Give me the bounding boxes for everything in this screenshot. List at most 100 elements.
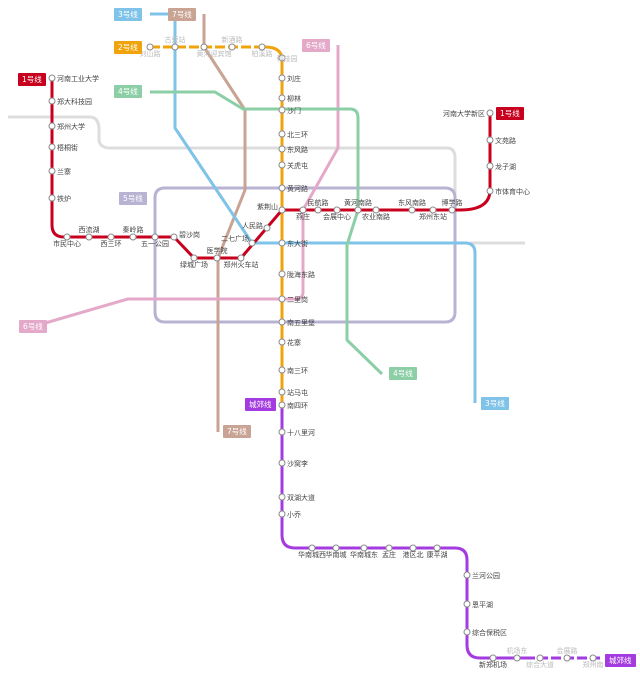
station-label[interactable]: 新郑机场 [479, 660, 507, 669]
station-label[interactable]: 沙门 [287, 106, 301, 115]
station-label[interactable]: 南三环 [287, 366, 308, 375]
line-4-badge[interactable]: 4号线 [114, 85, 142, 98]
station-label[interactable]: 柏溪路 [252, 49, 273, 58]
station-label[interactable]: 花寨 [287, 338, 301, 347]
station-marker[interactable] [228, 43, 236, 51]
station-label[interactable]: 文苑路 [495, 136, 516, 145]
station-label[interactable]: 郑州东站 [419, 212, 447, 221]
station-label[interactable]: 梧桐街 [57, 143, 78, 152]
station-marker[interactable] [486, 187, 494, 195]
chengjiao-badge[interactable]: 城郊线 [245, 398, 276, 411]
station-marker[interactable] [278, 161, 286, 169]
station-label[interactable]: 绿城广场 [180, 260, 208, 269]
station-label[interactable]: 机场东 [507, 646, 528, 655]
station-marker[interactable] [433, 544, 441, 552]
station-label[interactable]: 东风路 [287, 145, 308, 154]
station-label[interactable]: 人民路 [242, 221, 263, 230]
station-marker[interactable] [278, 206, 286, 214]
station-marker[interactable] [48, 97, 56, 105]
station-label[interactable]: 医学院 [207, 246, 228, 255]
station-marker[interactable] [278, 366, 286, 374]
station-label[interactable]: 十八里河 [287, 428, 315, 437]
station-marker[interactable] [333, 206, 341, 214]
station-marker[interactable] [190, 254, 198, 262]
station-label[interactable]: 陇海东路 [287, 270, 315, 279]
station-marker[interactable] [146, 43, 154, 51]
station-label[interactable]: 西流湖 [79, 225, 100, 234]
station-label[interactable]: 刘庄 [287, 74, 301, 83]
station-label[interactable]: 华南城东 [350, 550, 378, 559]
station-label[interactable]: 站马屯 [287, 388, 308, 397]
station-marker[interactable] [299, 206, 307, 214]
station-label[interactable]: 黄河路 [287, 184, 308, 193]
station-marker[interactable] [48, 194, 56, 202]
station-marker[interactable] [278, 270, 286, 278]
station-label[interactable]: 新酒路 [222, 35, 243, 44]
line-6-badge[interactable]: 6号线 [302, 39, 330, 52]
station-marker[interactable] [536, 654, 544, 662]
station-marker[interactable] [278, 106, 286, 114]
station-marker[interactable] [48, 122, 56, 130]
station-label[interactable]: 郑州火车站 [224, 260, 259, 269]
station-label[interactable]: 东大街 [287, 239, 308, 248]
station-label[interactable]: 五一公园 [141, 240, 169, 248]
station-marker[interactable] [409, 544, 417, 552]
station-marker[interactable] [171, 43, 179, 51]
station-label[interactable]: 会展路 [557, 646, 578, 655]
station-marker[interactable] [278, 295, 286, 303]
station-label[interactable]: 南四环 [287, 401, 308, 410]
station-label[interactable]: 东风南路 [398, 198, 426, 207]
station-label[interactable]: 黄河迎宾馆 [197, 49, 232, 58]
station-marker[interactable] [151, 233, 159, 241]
station-marker[interactable] [463, 571, 471, 579]
station-marker[interactable] [486, 136, 494, 144]
station-marker[interactable] [107, 233, 115, 241]
station-marker[interactable] [278, 318, 286, 326]
station-marker[interactable] [385, 544, 393, 552]
chengjiao-badge-south[interactable]: 城郊线 [605, 654, 636, 667]
station-label[interactable]: 双湖大道 [287, 493, 315, 502]
station-marker[interactable] [213, 254, 221, 262]
line-1-badge-east[interactable]: 1号线 [496, 107, 524, 120]
station-marker[interactable] [408, 206, 416, 214]
line-3-badge-south[interactable]: 3号线 [481, 397, 509, 410]
station-marker[interactable] [486, 162, 494, 170]
station-label[interactable]: 二里岗 [287, 296, 308, 304]
station-label[interactable]: 柳林 [287, 94, 301, 103]
station-marker[interactable] [278, 338, 286, 346]
station-marker[interactable] [278, 184, 286, 192]
station-marker[interactable] [48, 143, 56, 151]
line-3-badge[interactable]: 3号线 [114, 8, 142, 21]
station-marker[interactable] [513, 654, 521, 662]
line-1-badge[interactable]: 1号线 [18, 73, 46, 86]
station-label[interactable]: 小乔 [287, 510, 301, 519]
station-label[interactable]: 农业南路 [362, 212, 390, 221]
station-marker[interactable] [332, 544, 340, 552]
station-marker[interactable] [360, 544, 368, 552]
station-marker[interactable] [563, 654, 571, 662]
station-marker[interactable] [589, 654, 597, 662]
station-label[interactable]: 西三环 [101, 240, 122, 248]
station-label[interactable]: 秦岭路 [123, 225, 144, 234]
station-marker[interactable] [278, 130, 286, 138]
station-marker[interactable] [429, 206, 437, 214]
station-label[interactable]: 兰河公园 [472, 571, 500, 580]
station-label[interactable]: 南五里堡 [287, 318, 315, 327]
station-label[interactable]: 燕庄 [296, 212, 310, 221]
line-6-badge-west[interactable]: 6号线 [19, 320, 47, 333]
station-marker[interactable] [372, 206, 380, 214]
station-label[interactable]: 龙子湖 [495, 162, 516, 171]
station-label[interactable]: 北三环 [287, 131, 308, 139]
station-label[interactable]: 沙窝李 [287, 459, 308, 468]
station-marker[interactable] [278, 74, 286, 82]
station-marker[interactable] [129, 233, 137, 241]
station-label[interactable]: 市体育中心 [495, 187, 530, 196]
station-marker[interactable] [248, 239, 256, 247]
station-marker[interactable] [237, 254, 245, 262]
station-marker[interactable] [278, 401, 286, 409]
station-marker[interactable] [170, 233, 178, 241]
station-marker[interactable] [85, 233, 93, 241]
station-marker[interactable] [48, 167, 56, 175]
station-marker[interactable] [200, 43, 208, 51]
station-marker[interactable] [308, 544, 316, 552]
